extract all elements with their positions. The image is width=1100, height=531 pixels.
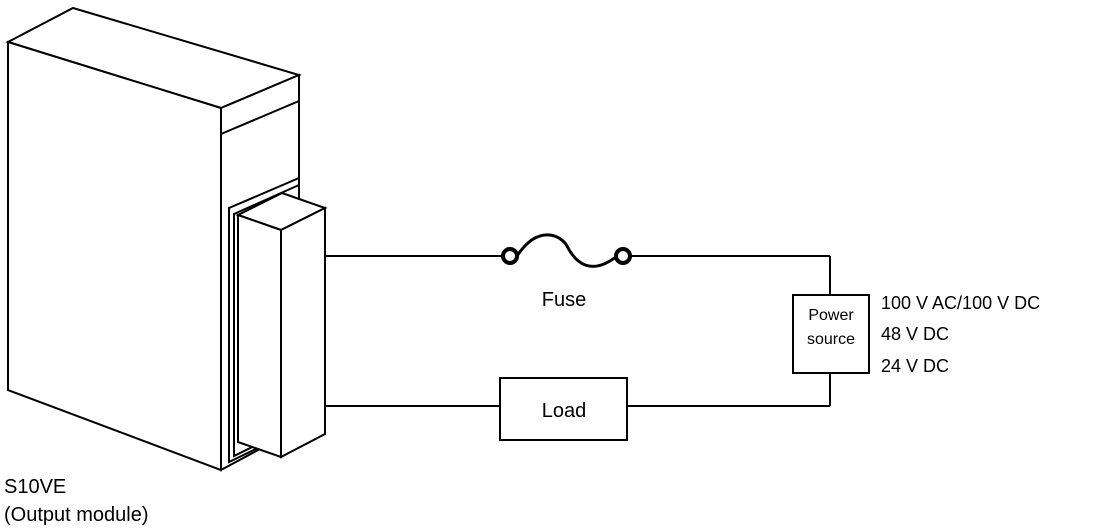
power-source-box: Power source	[792, 294, 870, 374]
power-source-label-line2: source	[807, 331, 855, 348]
power-source-rect	[792, 294, 870, 374]
terminal-connector	[235, 191, 328, 459]
fuse-terminal-right	[614, 247, 632, 265]
voltage-option: 48 V DC	[881, 324, 949, 344]
module-side-face	[7, 40, 222, 472]
circuit-wires	[325, 255, 831, 407]
load-box: Load	[499, 377, 628, 441]
voltage-option: 100 V AC/100 V DC	[881, 293, 1040, 313]
module-name: S10VE	[4, 476, 66, 498]
fuse-symbol: Fuse	[501, 233, 632, 311]
fuse-label: Fuse	[542, 289, 586, 311]
voltage-option: 24 V DC	[881, 356, 949, 376]
connector-front	[237, 213, 282, 459]
load-rect	[499, 377, 628, 441]
fuse-terminal-left	[501, 247, 519, 265]
load-label: Load	[542, 400, 587, 422]
module-description: (Output module)	[4, 504, 149, 526]
power-source-label-line1: Power	[808, 307, 854, 324]
module-front-divider	[220, 100, 300, 135]
module-caption: S10VE (Output module)	[4, 476, 149, 526]
fuse-element	[515, 233, 618, 268]
connector-side	[280, 206, 326, 459]
voltage-options: 100 V AC/100 V DC 48 V DC 24 V DC	[881, 293, 1040, 376]
